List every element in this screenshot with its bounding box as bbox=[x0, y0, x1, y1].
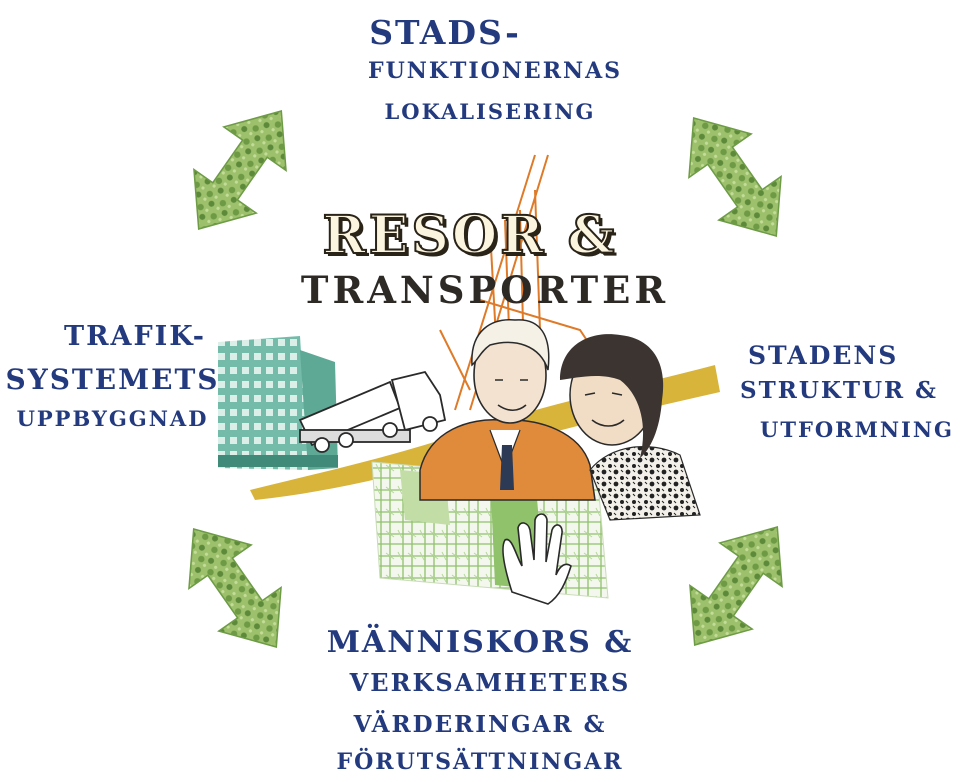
label-bottom-line-4: FÖRUTSÄTTNINGAR bbox=[336, 749, 624, 775]
title-line-1: RESOR & bbox=[322, 204, 618, 267]
title-line-2: TRANSPORTER bbox=[300, 268, 670, 312]
arrow-top-left-icon bbox=[166, 88, 314, 252]
hand-drawing bbox=[502, 513, 572, 605]
label-bottom-line-1: MÄNNISKORS & bbox=[326, 625, 634, 660]
collage-illustration bbox=[218, 154, 720, 605]
label-right-line-1: STADENS bbox=[748, 341, 899, 370]
label-left-line-2: SYSTEMETS bbox=[5, 363, 220, 396]
label-bottom-line-3: VÄRDERINGAR & bbox=[353, 711, 607, 738]
label-top-line-1: STADS- bbox=[369, 13, 521, 52]
woman-figure bbox=[560, 334, 701, 521]
truck-drawing bbox=[298, 370, 447, 453]
label-right-line-3: UTFORMNING bbox=[760, 417, 954, 442]
arrow-top-right-icon bbox=[661, 95, 809, 259]
label-top-line-2: FUNKTIONERNAS bbox=[367, 58, 623, 84]
arrow-bottom-left-icon bbox=[161, 506, 309, 670]
label-left-line-1: TRAFIK- bbox=[64, 321, 206, 352]
label-bottom-line-2: VERKSAMHETERS bbox=[349, 668, 631, 697]
label-top-line-3: LOKALISERING bbox=[384, 99, 596, 124]
man-figure bbox=[419, 319, 596, 501]
label-left-line-3: UPPBYGGNAD bbox=[16, 406, 209, 431]
arrow-bottom-right-icon bbox=[662, 504, 810, 668]
label-right-line-2: STRUKTUR & bbox=[740, 377, 938, 404]
